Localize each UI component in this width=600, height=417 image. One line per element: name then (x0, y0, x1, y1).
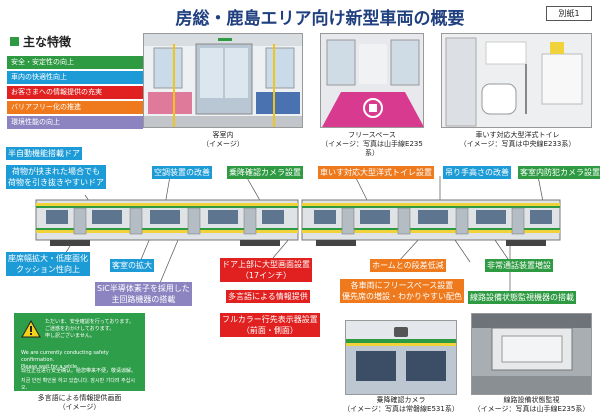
toilet-caption-text: 車いす対応大型洋式トイレ （イメージ：写真は中央線E233系） (459, 131, 576, 148)
toilet-illustration (442, 34, 591, 127)
legend-item-environment: 環境性能の向上 (7, 116, 143, 129)
info-screen-photo: ただいま、安全確認を行っております。 ご迷惑をおかけしております。 申し訳ござい… (14, 313, 145, 391)
label-cabin: 客室の拡大 (110, 259, 154, 272)
label-toilet-install: 車いす対応大型洋式トイレ設置 (318, 166, 434, 179)
label-track-monitor: 線路設備状態監視機器の搭載 (468, 291, 576, 304)
legend-title-text: 主な特徴 (23, 35, 72, 49)
label-seat: 座席幅拡大・低座面化 クッション性向上 (6, 252, 90, 276)
toilet-caption: 車いす対応大型洋式トイレ （イメージ：写真は中央線E233系） (450, 131, 585, 149)
label-handrail: 吊り手高さの改善 (443, 166, 511, 179)
legend-square-icon (10, 37, 19, 46)
track-monitor-photo (471, 313, 592, 395)
info-screen-caption: 多言語による情報提供画面 （イメージ） (37, 394, 122, 411)
interior-caption: 客室内 （イメージ） (178, 131, 268, 149)
legend-title: 主な特徴 (10, 33, 71, 50)
legend-item-information: お客さまへの情報提供の充実 (7, 86, 143, 99)
screen-japanese-text: ただいま、安全確認を行っております。 ご迷惑をおかけしております。 申し訳ござい… (45, 319, 134, 339)
label-platform: ホームとの段差低減 (370, 259, 446, 272)
label-emergency: 非常通話装置増設 (485, 259, 553, 272)
legend-item-safety: 安全・安定性の向上 (7, 56, 143, 69)
document-tag: 別紙1 (546, 6, 592, 21)
label-luggage-door: 荷物が挟まれた場合でも 荷物を引き抜きやすいドア (6, 165, 106, 189)
label-multilang: 多言語による情報提供 (226, 290, 310, 303)
screen-chinese-text: 现在正在进行安全确认。给您带来不便，敬请谅解。 (21, 368, 137, 374)
label-sic: SiC半導体素子を採用した 主回路機器の搭載 (95, 282, 192, 306)
free-space-photo (320, 33, 424, 128)
screen-korean-text: 지금 안전 확인을 하고 있습니다. 잠시만 기다려 주십시오. (21, 378, 135, 391)
label-auto-door: 半自動機能搭載ドア (6, 147, 82, 160)
label-security-camera: 客室内防犯カメラ設置 (518, 166, 600, 179)
label-aircon: 空調装置の改善 (152, 166, 212, 179)
interior-illustration (144, 34, 302, 127)
camera-caption: 乗降確認カメラ （イメージ：写真は常磐線E531系） (343, 396, 459, 413)
label-camera-install: 乗降確認カメラ設置 (227, 166, 303, 179)
track-monitor-illustration (472, 314, 591, 394)
interior-photo (143, 33, 303, 128)
free-space-caption-text: フリースペース （イメージ：写真は山手線E235系） (321, 131, 423, 157)
camera-photo (345, 320, 457, 395)
free-space-caption: フリースペース （イメージ：写真は山手線E235系） (317, 131, 427, 158)
interior-caption-text: 客室内 （イメージ） (202, 131, 244, 148)
camera-illustration (346, 321, 456, 394)
track-monitor-caption: 線路設備状態監視 （イメージ：写真は山手線E235系） (473, 396, 590, 413)
screen-english-text: We are currently conducting safety confi… (21, 350, 109, 370)
label-large-screen: ドア上部に大型画面設置 （17インチ） (220, 258, 312, 282)
legend-item-barrier-free: バリアフリー化の推進 (7, 101, 143, 114)
page-title: 房総・鹿島エリア向け新型車両の概要 (175, 9, 465, 29)
warning-icon (21, 320, 41, 338)
label-fullcolor: フルカラー行先表示器設置 （前面・側面） (220, 313, 320, 337)
free-space-illustration (321, 34, 423, 127)
label-free-space: 各車両にフリースペース設置 優先席の増設・わかりやすい配色 (340, 279, 464, 303)
legend-item-comfort: 車内の快適性向上 (7, 71, 143, 84)
toilet-photo (441, 33, 592, 128)
